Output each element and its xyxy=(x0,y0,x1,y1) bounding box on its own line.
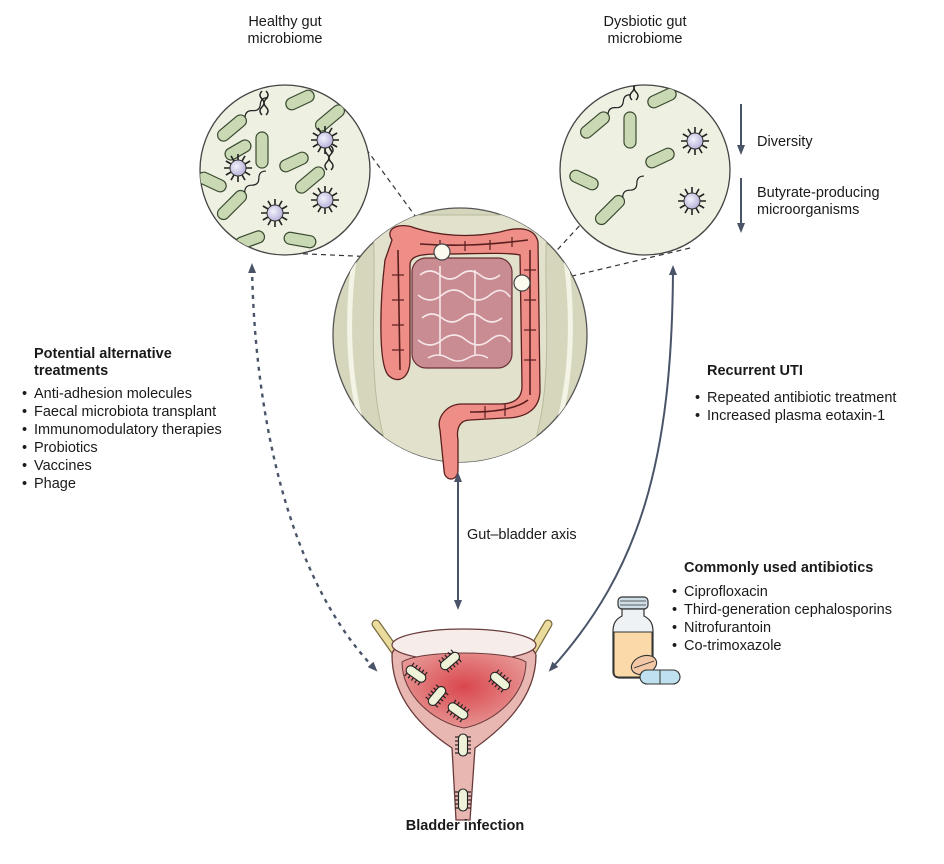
recurrent-uti-title: Recurrent UTI xyxy=(707,363,803,379)
rod-bacterium-icon xyxy=(224,139,252,161)
recurrent-uti-list: Repeated antibiotic treatment Increased … xyxy=(695,389,896,425)
healthy-microbiome-label: Healthy gut microbiome xyxy=(205,14,365,48)
title-line: Potential alternative xyxy=(34,346,172,362)
capsule-icon xyxy=(639,669,681,685)
coccus-bacterium-icon xyxy=(311,126,339,154)
antibiotics-title: Commonly used antibiotics xyxy=(684,560,874,576)
rod-bacterium-icon xyxy=(255,131,269,169)
rod-bacterium-icon xyxy=(283,231,317,249)
healthy-microbiome-circle xyxy=(199,84,371,256)
list-item: Third-generation cephalosporins xyxy=(672,601,892,619)
alternative-treatments-title: Potential alternative treatments xyxy=(34,346,222,380)
healthy-label-line: Healthy gut xyxy=(248,14,322,30)
alternative-treatments-list: Anti-adhesion molecules Faecal microbiot… xyxy=(22,385,222,493)
list-item: Faecal microbiota transplant xyxy=(22,403,222,421)
uropathogen-icon xyxy=(455,733,471,757)
healthy-label-line: microbiome xyxy=(247,31,323,47)
diversity-label: Diversity xyxy=(757,134,813,151)
rod-bacterium-icon xyxy=(645,147,675,169)
rod-bacterium-icon xyxy=(623,111,637,149)
list-item: Anti-adhesion molecules xyxy=(22,385,222,403)
dysbiotic-sample-marker xyxy=(513,274,531,292)
list-item: Nitrofurantoin xyxy=(672,619,892,637)
change-text: microorganisms xyxy=(757,202,860,218)
recurrent-uti-arrow xyxy=(548,265,677,672)
alternative-treatments-panel: Potential alternative treatments Anti-ad… xyxy=(22,346,222,493)
title-line: treatments xyxy=(34,363,109,379)
colon xyxy=(380,225,541,480)
uropathogen-icon xyxy=(425,684,449,708)
butyrate-label: Butyrate-producing microorganisms xyxy=(757,185,880,219)
list-item: Vaccines xyxy=(22,457,222,475)
rod-bacterium-icon xyxy=(216,97,269,142)
rod-bacterium-icon xyxy=(594,175,644,226)
change-text: Diversity xyxy=(757,134,813,150)
uropathogen-icon xyxy=(488,669,512,693)
rod-bacterium-icon xyxy=(579,94,632,139)
bladder-illustration xyxy=(371,619,553,821)
list-item: Ciprofloxacin xyxy=(672,583,892,601)
list-item: Probiotics xyxy=(22,439,222,457)
treatment-dashed-arrow xyxy=(248,263,378,672)
antibiotics-list: Ciprofloxacin Third-generation cephalosp… xyxy=(672,583,892,655)
gut-illustration xyxy=(332,207,588,480)
coccus-bacterium-icon xyxy=(678,187,706,215)
list-item: Immunomodulatory therapies xyxy=(22,421,222,439)
uropathogen-icon xyxy=(455,788,471,812)
coccus-bacterium-icon xyxy=(224,154,252,182)
healthy-sample-marker xyxy=(433,243,451,261)
list-item: Co-trimoxazole xyxy=(672,637,892,655)
dysbiotic-label-line: microbiome xyxy=(607,31,683,47)
gut-bladder-axis-label: Gut–bladder axis xyxy=(467,527,577,543)
list-item: Increased plasma eotaxin-1 xyxy=(695,407,896,425)
small-intestine xyxy=(411,257,513,369)
list-item: Phage xyxy=(22,475,222,493)
rod-bacterium-icon xyxy=(216,170,266,221)
uropathogen-icon xyxy=(446,699,470,723)
coccus-bacterium-icon xyxy=(311,186,339,214)
dysbiotic-microbiome-label: Dysbiotic gut microbiome xyxy=(565,14,725,48)
coccus-bacterium-icon xyxy=(681,127,709,155)
rod-bacterium-icon xyxy=(279,151,309,173)
antibiotics-panel: Commonly used antibiotics Ciprofloxacin … xyxy=(672,560,892,655)
dysbiotic-microbiome-circle xyxy=(559,84,731,256)
change-text: Butyrate-producing xyxy=(757,185,880,201)
dysbiotic-label-line: Dysbiotic gut xyxy=(603,14,687,30)
rod-bacterium-icon xyxy=(200,171,227,193)
coccus-bacterium-icon xyxy=(261,199,289,227)
list-item: Repeated antibiotic treatment xyxy=(695,389,896,407)
uropathogen-icon xyxy=(438,649,462,673)
rod-bacterium-icon xyxy=(294,166,326,194)
bladder-infection-label: Bladder infection xyxy=(405,818,525,834)
rod-bacterium-icon xyxy=(647,87,677,109)
rod-bacterium-icon xyxy=(569,169,599,191)
uropathogen-icon xyxy=(404,662,428,686)
rod-bacterium-icon xyxy=(285,89,315,111)
recurrent-uti-panel: Recurrent UTI Repeated antibiotic treatm… xyxy=(695,363,896,425)
